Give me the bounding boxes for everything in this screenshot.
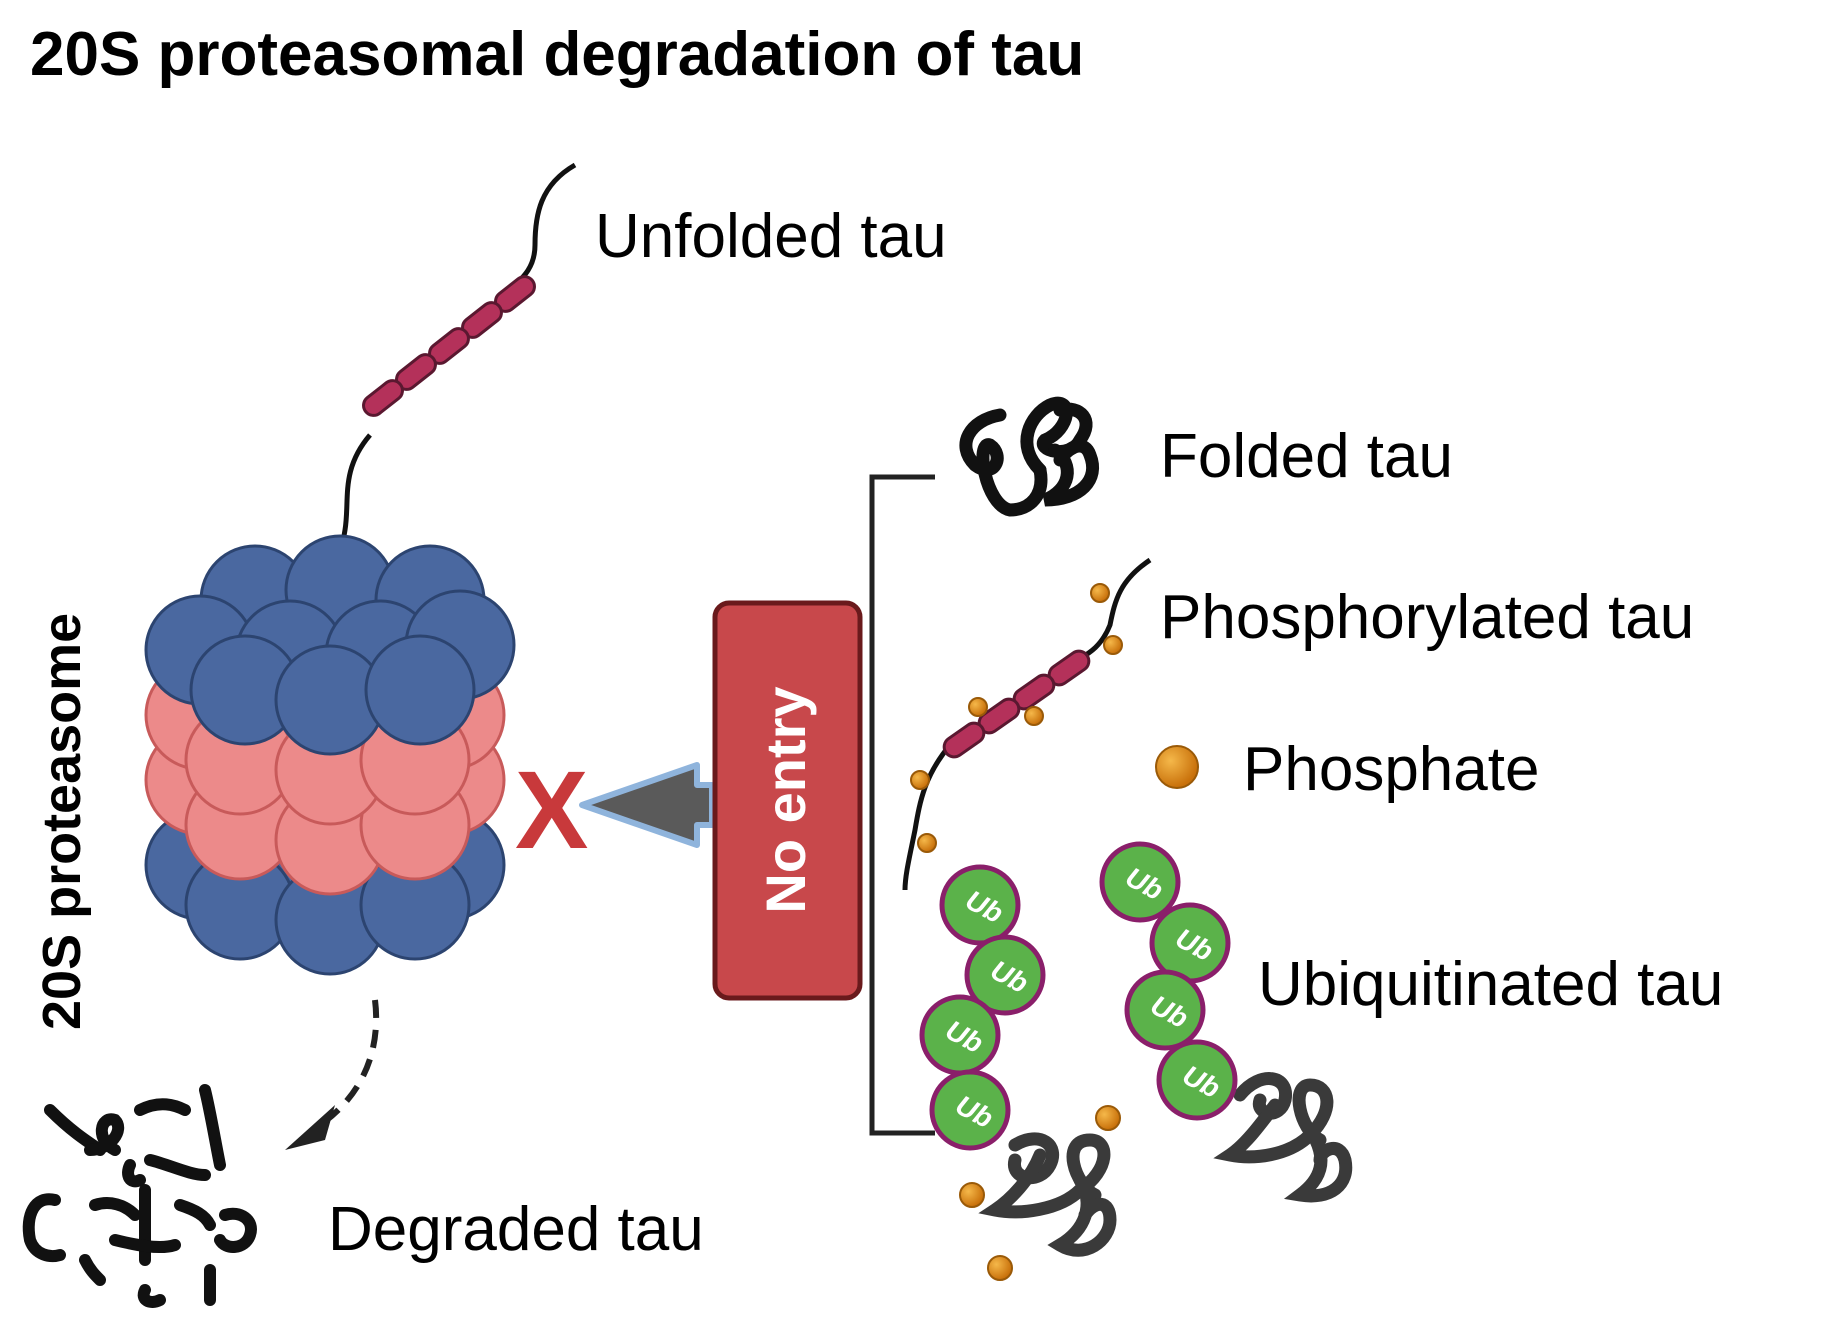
ubiquitinated-tau-right-icon: Ub Ub Ub Ub — [1099, 841, 1353, 1203]
phosphate-label: Phosphate — [1243, 735, 1539, 804]
no-entry-badge: No entry — [712, 600, 863, 1001]
ubiquitinated-tau-left-icon: Ub Ub Ub Ub — [919, 864, 1121, 1281]
proteasome-label: 20S proteasome — [32, 613, 92, 1030]
diagram-title: 20S proteasomal degradation of tau — [30, 20, 1084, 89]
degraded-tau-icon — [22, 1084, 257, 1308]
no-entry-label: No entry — [754, 686, 817, 913]
phosphorylated-tau-label: Phosphorylated tau — [1160, 583, 1694, 652]
phosphate-icon — [1155, 745, 1199, 789]
folded-tau-icon — [959, 396, 1100, 517]
unfolded-tau-label: Unfolded tau — [595, 202, 947, 271]
bracket — [869, 474, 935, 1136]
unfolded-tau-icon — [332, 162, 577, 601]
phosphorylated-tau-icon — [902, 557, 1152, 891]
dashed-arrow-icon — [285, 999, 380, 1150]
arrow-left-icon — [579, 762, 715, 848]
degraded-tau-label: Degraded tau — [328, 1195, 704, 1264]
blocked-mark: X — [515, 749, 588, 872]
ubiquitinated-tau-label: Ubiquitinated tau — [1258, 950, 1723, 1019]
proteasome-icon — [144, 534, 516, 976]
folded-tau-label: Folded tau — [1160, 422, 1453, 491]
